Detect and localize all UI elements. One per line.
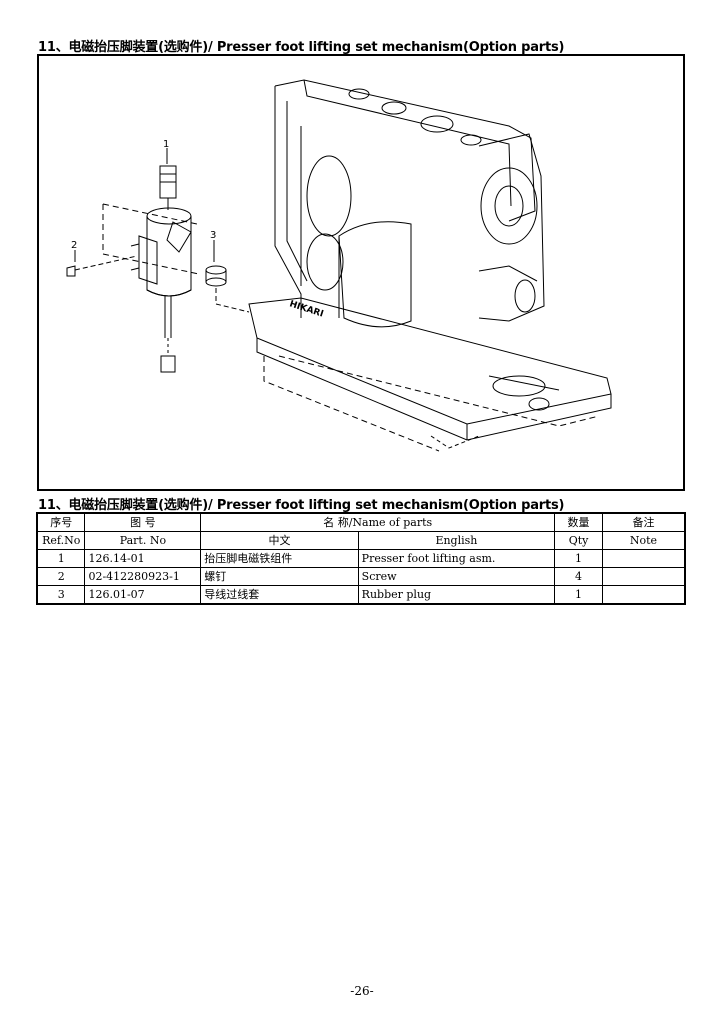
header-part-en: Part. No [84, 531, 202, 550]
cell-qty: 1 [554, 549, 603, 568]
section-title-table: 11、电磁抬压脚装置(选购件)/ Presser foot lifting se… [38, 498, 565, 513]
table-row: 1 126.14-01 抬压脚电磁铁组件 Presser foot liftin… [36, 549, 686, 568]
cell-part-no: 126.01-07 [84, 585, 202, 605]
header-name-en: English [357, 531, 556, 550]
header-name-cn: 中文 [200, 531, 359, 550]
table-header-row: 序号 图 号 名 称/Name of parts 数量 备注 [36, 512, 686, 532]
cell-name-en: Screw [357, 567, 556, 586]
callout-3: 3 [210, 230, 216, 241]
cell-note [601, 549, 686, 568]
cell-qty: 1 [554, 585, 603, 605]
header-part: 图 号 [84, 512, 202, 532]
cell-name-en: Presser foot lifting asm. [357, 549, 556, 568]
header-qty: 数量 [554, 512, 603, 532]
header-ref-en: Ref.No [36, 531, 86, 550]
cell-part-no: 126.14-01 [84, 549, 202, 568]
page-number: -26- [350, 984, 374, 998]
cell-name-cn: 螺钉 [200, 567, 359, 586]
cell-name-cn: 抬压脚电磁铁组件 [200, 549, 359, 568]
cell-qty: 4 [554, 567, 603, 586]
callout-2: 2 [71, 240, 77, 251]
cell-name-cn: 导线过线套 [200, 585, 359, 605]
table-row: 2 02-412280923-1 螺钉 Screw 4 [36, 567, 686, 586]
cell-ref: 2 [36, 567, 86, 586]
header-name: 名 称/Name of parts [200, 512, 556, 532]
header-note: 备注 [601, 512, 686, 532]
cell-name-en: Rubber plug [357, 585, 556, 605]
section-title-top: 11、电磁抬压脚装置(选购件)/ Presser foot lifting se… [38, 40, 565, 55]
header-qty-en: Qty [554, 531, 603, 550]
table-row: 3 126.01-07 导线过线套 Rubber plug 1 [36, 585, 686, 605]
cell-ref: 3 [36, 585, 86, 605]
table-subheader-row: Ref.No Part. No 中文 English Qty Note [36, 531, 686, 550]
exploded-view-drawing: 1 2 3 HIKARI [66, 79, 612, 452]
header-note-en: Note [601, 531, 686, 550]
header-ref: 序号 [36, 512, 86, 532]
cell-note [601, 567, 686, 586]
parts-table: 序号 图 号 名 称/Name of parts 数量 备注 Ref.No Pa… [36, 512, 686, 605]
exploded-view-figure: 1 2 3 HIKARI [37, 54, 685, 491]
callout-1: 1 [163, 139, 169, 150]
cell-note [601, 585, 686, 605]
cell-ref: 1 [36, 549, 86, 568]
cell-part-no: 02-412280923-1 [84, 567, 202, 586]
